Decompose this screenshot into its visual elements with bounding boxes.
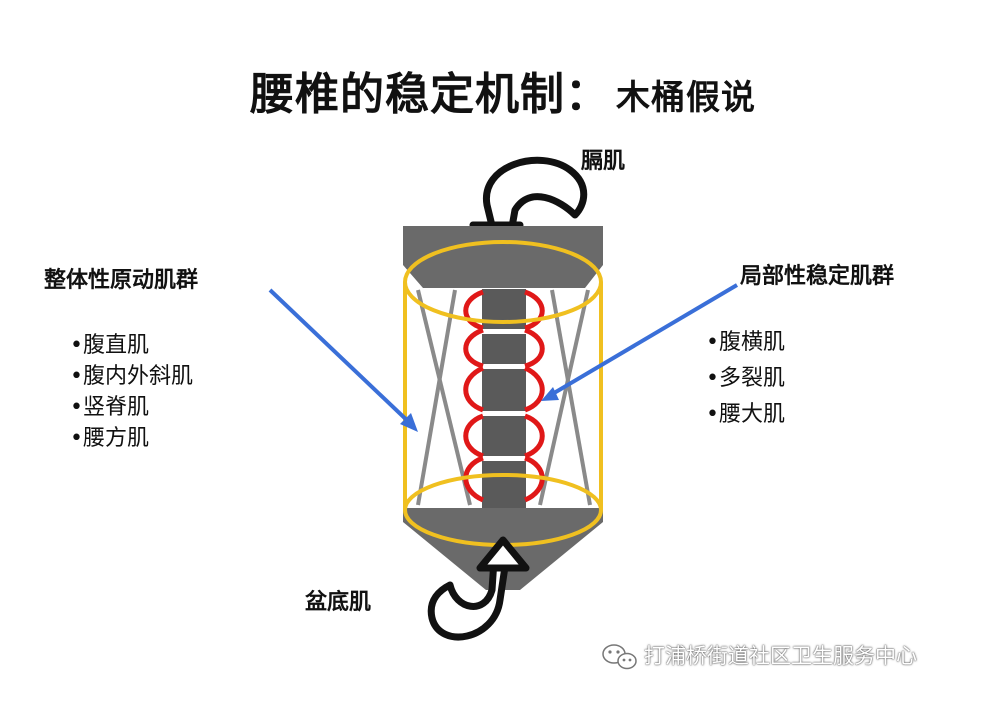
wechat-icon xyxy=(602,644,637,670)
title-sub: 木桶假说 xyxy=(616,78,756,118)
list-item: •多裂肌 xyxy=(706,366,785,391)
watermark-text: 打浦桥街道社区卫生服务中心 xyxy=(644,644,917,668)
watermark: 打浦桥街道社区卫生服务中心 xyxy=(602,640,917,670)
diagram-title: 腰椎的稳定机制：木桶假说 xyxy=(0,58,1006,122)
local-pointer-arrow xyxy=(541,283,739,401)
local-muscle-list: •腹横肌 •多裂肌 •腰大肌 xyxy=(706,325,785,433)
list-item: •腰方肌 xyxy=(70,426,149,451)
list-item: •腹内外斜肌 xyxy=(70,364,193,389)
pelvic-floor-arrow-icon xyxy=(427,536,530,641)
global-muscle-list: •腹直肌 •腹内外斜肌 •竖脊肌 •腰方肌 xyxy=(70,330,193,454)
local-group-label: 局部性稳定肌群 xyxy=(740,264,895,289)
pelvic-floor-label: 盆底肌 xyxy=(305,590,372,615)
title-main: 腰椎的稳定机制： xyxy=(250,69,610,120)
global-group-label: 整体性原动肌群 xyxy=(44,268,199,293)
diaphragm-label: 膈肌 xyxy=(581,149,626,174)
list-item: •腹直肌 xyxy=(70,333,149,358)
global-pointer-arrow xyxy=(268,288,418,432)
diaphragm-lid xyxy=(403,226,603,288)
barrel-outline xyxy=(403,240,603,547)
list-item: •竖脊肌 xyxy=(70,395,149,420)
list-item: •腹横肌 xyxy=(706,330,785,355)
list-item: •腰大肌 xyxy=(706,402,785,427)
global-muscle-struts xyxy=(416,289,592,506)
